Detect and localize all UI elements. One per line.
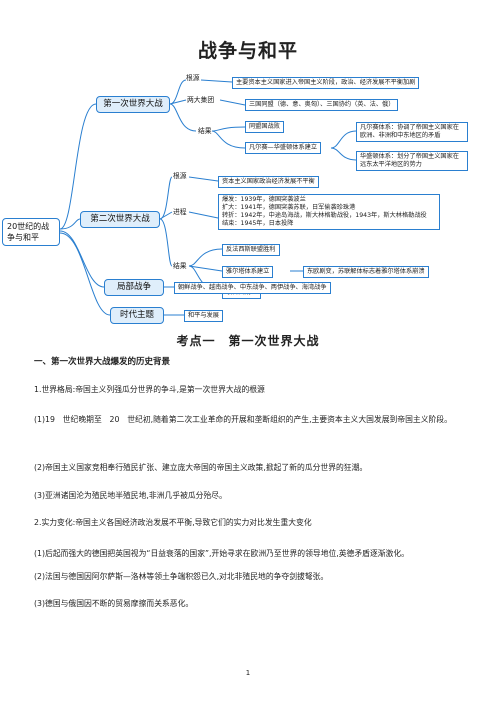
ww2-yalta: 雅尔塔体系建立 (222, 266, 274, 278)
heading-background: 一、第一次世界大战爆发的历史背景 (34, 357, 171, 367)
era-theme-text: 和平与发展 (184, 310, 223, 322)
ww2-victory: 反法西斯联盟胜利 (222, 244, 280, 256)
ww2-process: 爆发：1939年，德国突袭波兰 扩大：1941年，德国突袭苏联，日军偷袭珍珠港 … (218, 194, 440, 230)
ww1-central-defeat: 同盟国战败 (245, 121, 284, 133)
mindmap-connectors (59, 79, 357, 316)
ww2-cause: 资本主义国家政治经济发展不平衡 (218, 176, 319, 188)
page-number: 1 (245, 669, 251, 677)
ww1-result-label: 结果 (198, 127, 212, 135)
branch-local-wars: 局部战争 (104, 279, 164, 296)
page-title: 战争与和平 (197, 40, 298, 62)
ww1-cause-label: 根源 (186, 74, 200, 82)
paragraph-6: (1)后起而强大的德国把英国视为“日益衰落的国家”,开始寻求在欧洲乃至世界的领导… (34, 549, 409, 558)
ww1-cause: 主要资本主义国家进入帝国主义阶段，政治、经济发展不平衡加剧 (232, 77, 420, 89)
section-title: 考点一 第一次世界大战 (176, 334, 320, 348)
mindmap-root: 20世纪的战争与和平 (2, 218, 60, 246)
paragraph-4: (3)亚洲诸国沦为殖民地半殖民地,非洲几乎被瓜分殆尽。 (34, 491, 227, 500)
ww1-blocs: 三国同盟（德、意、奥匈）、三国协约（英、法、俄） (245, 99, 399, 111)
ww2-cause-label: 根源 (173, 172, 187, 180)
branch-ww1: 第一次世界大战 (96, 96, 170, 113)
ww1-paris-system: 凡尔赛体系：协调了帝国主义国家在欧洲、非洲和中东地区的矛盾 (356, 122, 468, 142)
ww2-result-label: 结果 (173, 262, 187, 270)
paragraph-3: (2)帝国主义国家竞相奉行殖民扩张、建立庞大帝国的帝国主义政策,掀起了新的瓜分世… (34, 463, 368, 472)
local-wars-list: 朝鲜战争、越南战争、中东战争、两伊战争、海湾战争 (174, 282, 331, 294)
paragraph-2: (1)19 世纪晚期至 20 世纪初,随着第二次工业革命的开展和垄断组织的产生,… (34, 415, 452, 424)
ww2-process-outbreak: 爆发：1939年，德国突袭波兰 (222, 196, 306, 203)
ww2-yalta-note: 东欧剧变，苏联解体标志着雅尔塔体系崩溃 (303, 266, 429, 278)
ww1-washington-system: 华盛顿体系：划分了帝国主义国家在远东太平洋地区的势力 (356, 151, 468, 171)
branch-era-theme: 时代主题 (110, 307, 164, 324)
paragraph-8: (3)德国与俄国因不断的贸易摩擦而关系恶化。 (34, 599, 194, 608)
branch-ww2: 第二次世界大战 (80, 211, 160, 228)
paragraph-7: (2)法国与德国因阿尔萨斯—洛林等领土争端积怨已久,对北非殖民地的争夺剑拔弩张。 (34, 572, 329, 581)
ww1-blocs-label: 两大集团 (187, 96, 215, 104)
ww2-process-label: 进程 (173, 208, 187, 216)
paragraph-5: 2.实力变化:帝国主义各国经济政治发展不平衡,导致它们的实力对比发生重大变化 (34, 518, 312, 527)
ww2-process-expand: 扩大：1941年，德国突袭苏联，日军偷袭珍珠港 (222, 204, 356, 211)
ww2-process-turning: 转折：1942年，中途岛海战，斯大林格勒战役，1943年，斯大林格勒战役 (222, 212, 427, 219)
paragraph-1: 1.世界格局:帝国主义列强瓜分世界的争斗,是第一次世界大战的根源 (34, 385, 265, 394)
ww1-vw-system: 凡尔赛—华盛顿体系建立 (245, 142, 322, 154)
ww2-process-end: 结束：1945年，日本投降 (222, 220, 294, 227)
